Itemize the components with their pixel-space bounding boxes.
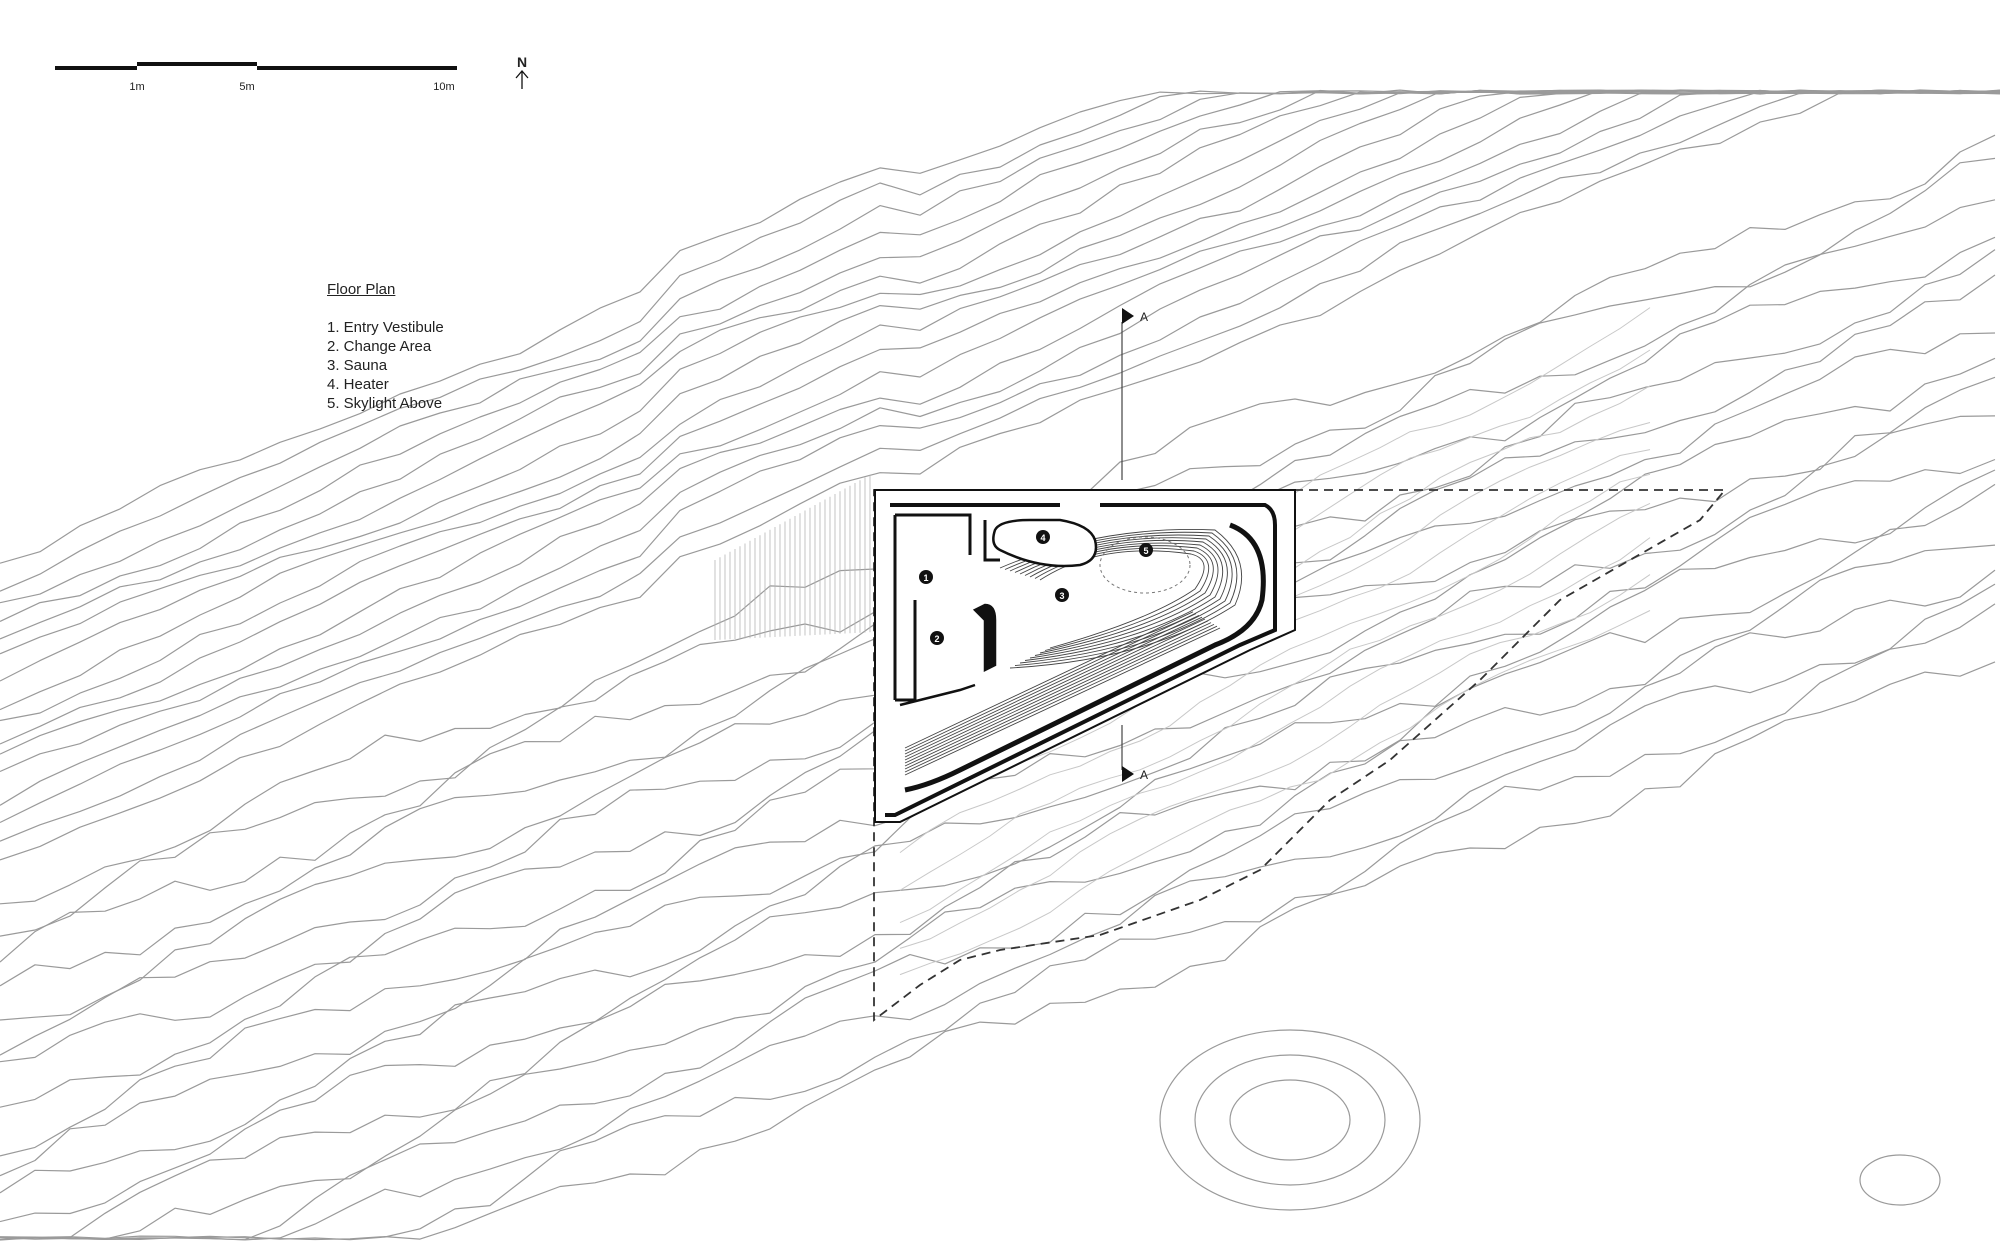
- sauna-bench-line: [904, 625, 1218, 773]
- scale-bar: 1m 5m 10m: [55, 62, 457, 93]
- legend-item-skylight-above: 5. Skylight Above: [327, 395, 443, 412]
- contour-line: [0, 90, 2000, 842]
- north-arrow-label: N: [517, 54, 527, 70]
- sauna-bench-line: [904, 616, 1203, 758]
- sauna-inner-wall: [904, 522, 1266, 793]
- floor-plan-legend: Floor Plan 1. Entry Vestibule 2. Change …: [327, 280, 444, 413]
- contour-line: [0, 458, 1996, 1194]
- section-mark-bottom-label: A: [1140, 768, 1148, 782]
- contour-line: [0, 583, 1996, 1241]
- room-marker-1: 1: [919, 570, 933, 584]
- site-contour-light: [899, 502, 1651, 891]
- knoll-contour: [1159, 1029, 1421, 1211]
- sauna-bench-line: [904, 623, 1215, 770]
- entry-vestibule-walls: [893, 513, 1000, 702]
- room-marker-5-label: 5: [1143, 546, 1148, 556]
- section-mark-top-label: A: [1140, 310, 1148, 324]
- contour-line: [0, 415, 1996, 1177]
- legend-item-heater: 4. Heater: [327, 376, 389, 393]
- contour-line: [0, 89, 2000, 806]
- site-contour-light: [899, 610, 1651, 976]
- room-marker-2-label: 2: [934, 634, 939, 644]
- contour-line: [0, 90, 2000, 824]
- legend-title: Floor Plan: [327, 281, 396, 298]
- sauna-bench-line: [904, 620, 1209, 764]
- room-marker-2: 2: [930, 631, 944, 645]
- north-arrow: N: [515, 54, 529, 89]
- knoll-contour: [1229, 1079, 1351, 1161]
- room-marker-1-label: 1: [923, 573, 928, 583]
- scale-tick-10m: 10m: [433, 81, 454, 93]
- sauna-bench-line: [904, 614, 1200, 755]
- sauna-bench-line: [904, 627, 1221, 776]
- legend-list: 1. Entry Vestibule 2. Change Area 3. Sau…: [327, 318, 444, 413]
- contour-line: [0, 544, 1996, 1241]
- contour-line: [0, 89, 2000, 592]
- site-boundary-dashed: [873, 489, 1727, 1022]
- site-contour-light: [899, 574, 1651, 949]
- site-contour-light: [899, 537, 1651, 924]
- contour-line: [0, 89, 2000, 861]
- contour-line: [0, 469, 1996, 1223]
- building-wall-main: [885, 503, 1277, 817]
- section-mark-top: A: [1122, 308, 1148, 324]
- contour-line: [0, 90, 2000, 655]
- change-area-partition: [899, 603, 997, 707]
- contour-line: [0, 661, 1996, 1241]
- sauna-bench-line: [904, 611, 1194, 749]
- scale-tick-5m: 5m: [239, 81, 254, 93]
- legend-item-change-area: 2. Change Area: [327, 338, 432, 355]
- room-marker-4: 4: [1036, 530, 1050, 544]
- contour-line: [0, 483, 1996, 1240]
- legend-item-entry-vestibule: 1. Entry Vestibule: [327, 319, 444, 336]
- section-mark-bottom: A: [1122, 766, 1148, 782]
- sauna-curve: [1034, 547, 1209, 651]
- room-marker-4-label: 4: [1040, 533, 1045, 543]
- sauna-bench-line: [904, 618, 1206, 761]
- contour-line: [0, 89, 2000, 622]
- site-contour-light: [899, 473, 1651, 854]
- legend-item-sauna: 3. Sauna: [327, 357, 388, 374]
- room-marker-3: 3: [1055, 588, 1069, 602]
- room-marker-5: 5: [1139, 543, 1153, 557]
- room-marker-3-label: 3: [1059, 591, 1064, 601]
- knoll-contour: [1859, 1154, 1941, 1206]
- sauna-bench-line: [904, 622, 1212, 767]
- deck-hatching: [714, 474, 871, 640]
- scale-tick-1m: 1m: [129, 81, 144, 93]
- building-footprint-outer: [874, 489, 1296, 823]
- skylight-outline: [1099, 536, 1191, 594]
- knoll-contour: [1194, 1054, 1386, 1186]
- contour-line: [0, 569, 1996, 1241]
- contour-line: [0, 89, 2000, 564]
- sauna-curve: [1039, 550, 1205, 649]
- sauna-bench-line: [904, 613, 1197, 752]
